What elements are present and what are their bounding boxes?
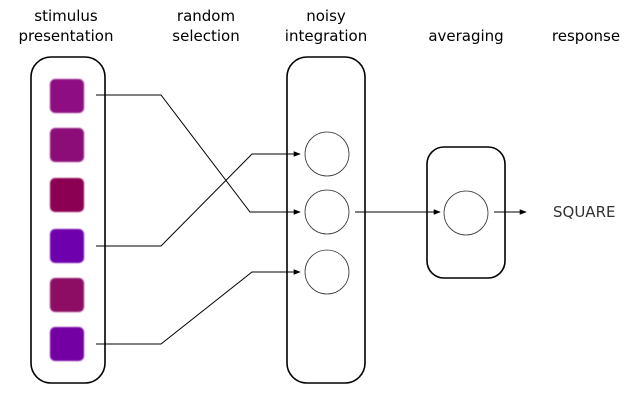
integration-unit-1	[304, 131, 350, 177]
header-noisy: noisy	[306, 7, 346, 25]
connection-stim6-to-unit3	[96, 269, 301, 345]
averaging-unit	[443, 190, 489, 236]
integration-unit-3	[304, 249, 350, 295]
stimulus-square-4	[50, 229, 84, 263]
integration-unit-2	[304, 189, 350, 235]
header-selection: selection	[172, 27, 239, 45]
connection-stim4-to-unit1	[96, 151, 301, 247]
stimulus-square-5	[50, 278, 84, 312]
stimulus-square-2	[50, 128, 84, 162]
stimulus-panel	[30, 56, 106, 384]
header-averaging: averaging	[428, 27, 503, 45]
header-response: response	[552, 27, 620, 45]
response-label: SQUARE	[553, 203, 615, 221]
header-random: random	[177, 7, 235, 25]
header-stimulus: stimulus	[34, 7, 98, 25]
header-presentation: presentation	[19, 27, 114, 45]
connection-stim1-to-unit2	[96, 94, 301, 215]
stimulus-square-3	[50, 178, 84, 212]
stimulus-square-1	[50, 79, 84, 113]
stimulus-squares	[50, 79, 84, 361]
stimulus-square-6	[50, 327, 84, 361]
header-integration: integration	[285, 27, 367, 45]
